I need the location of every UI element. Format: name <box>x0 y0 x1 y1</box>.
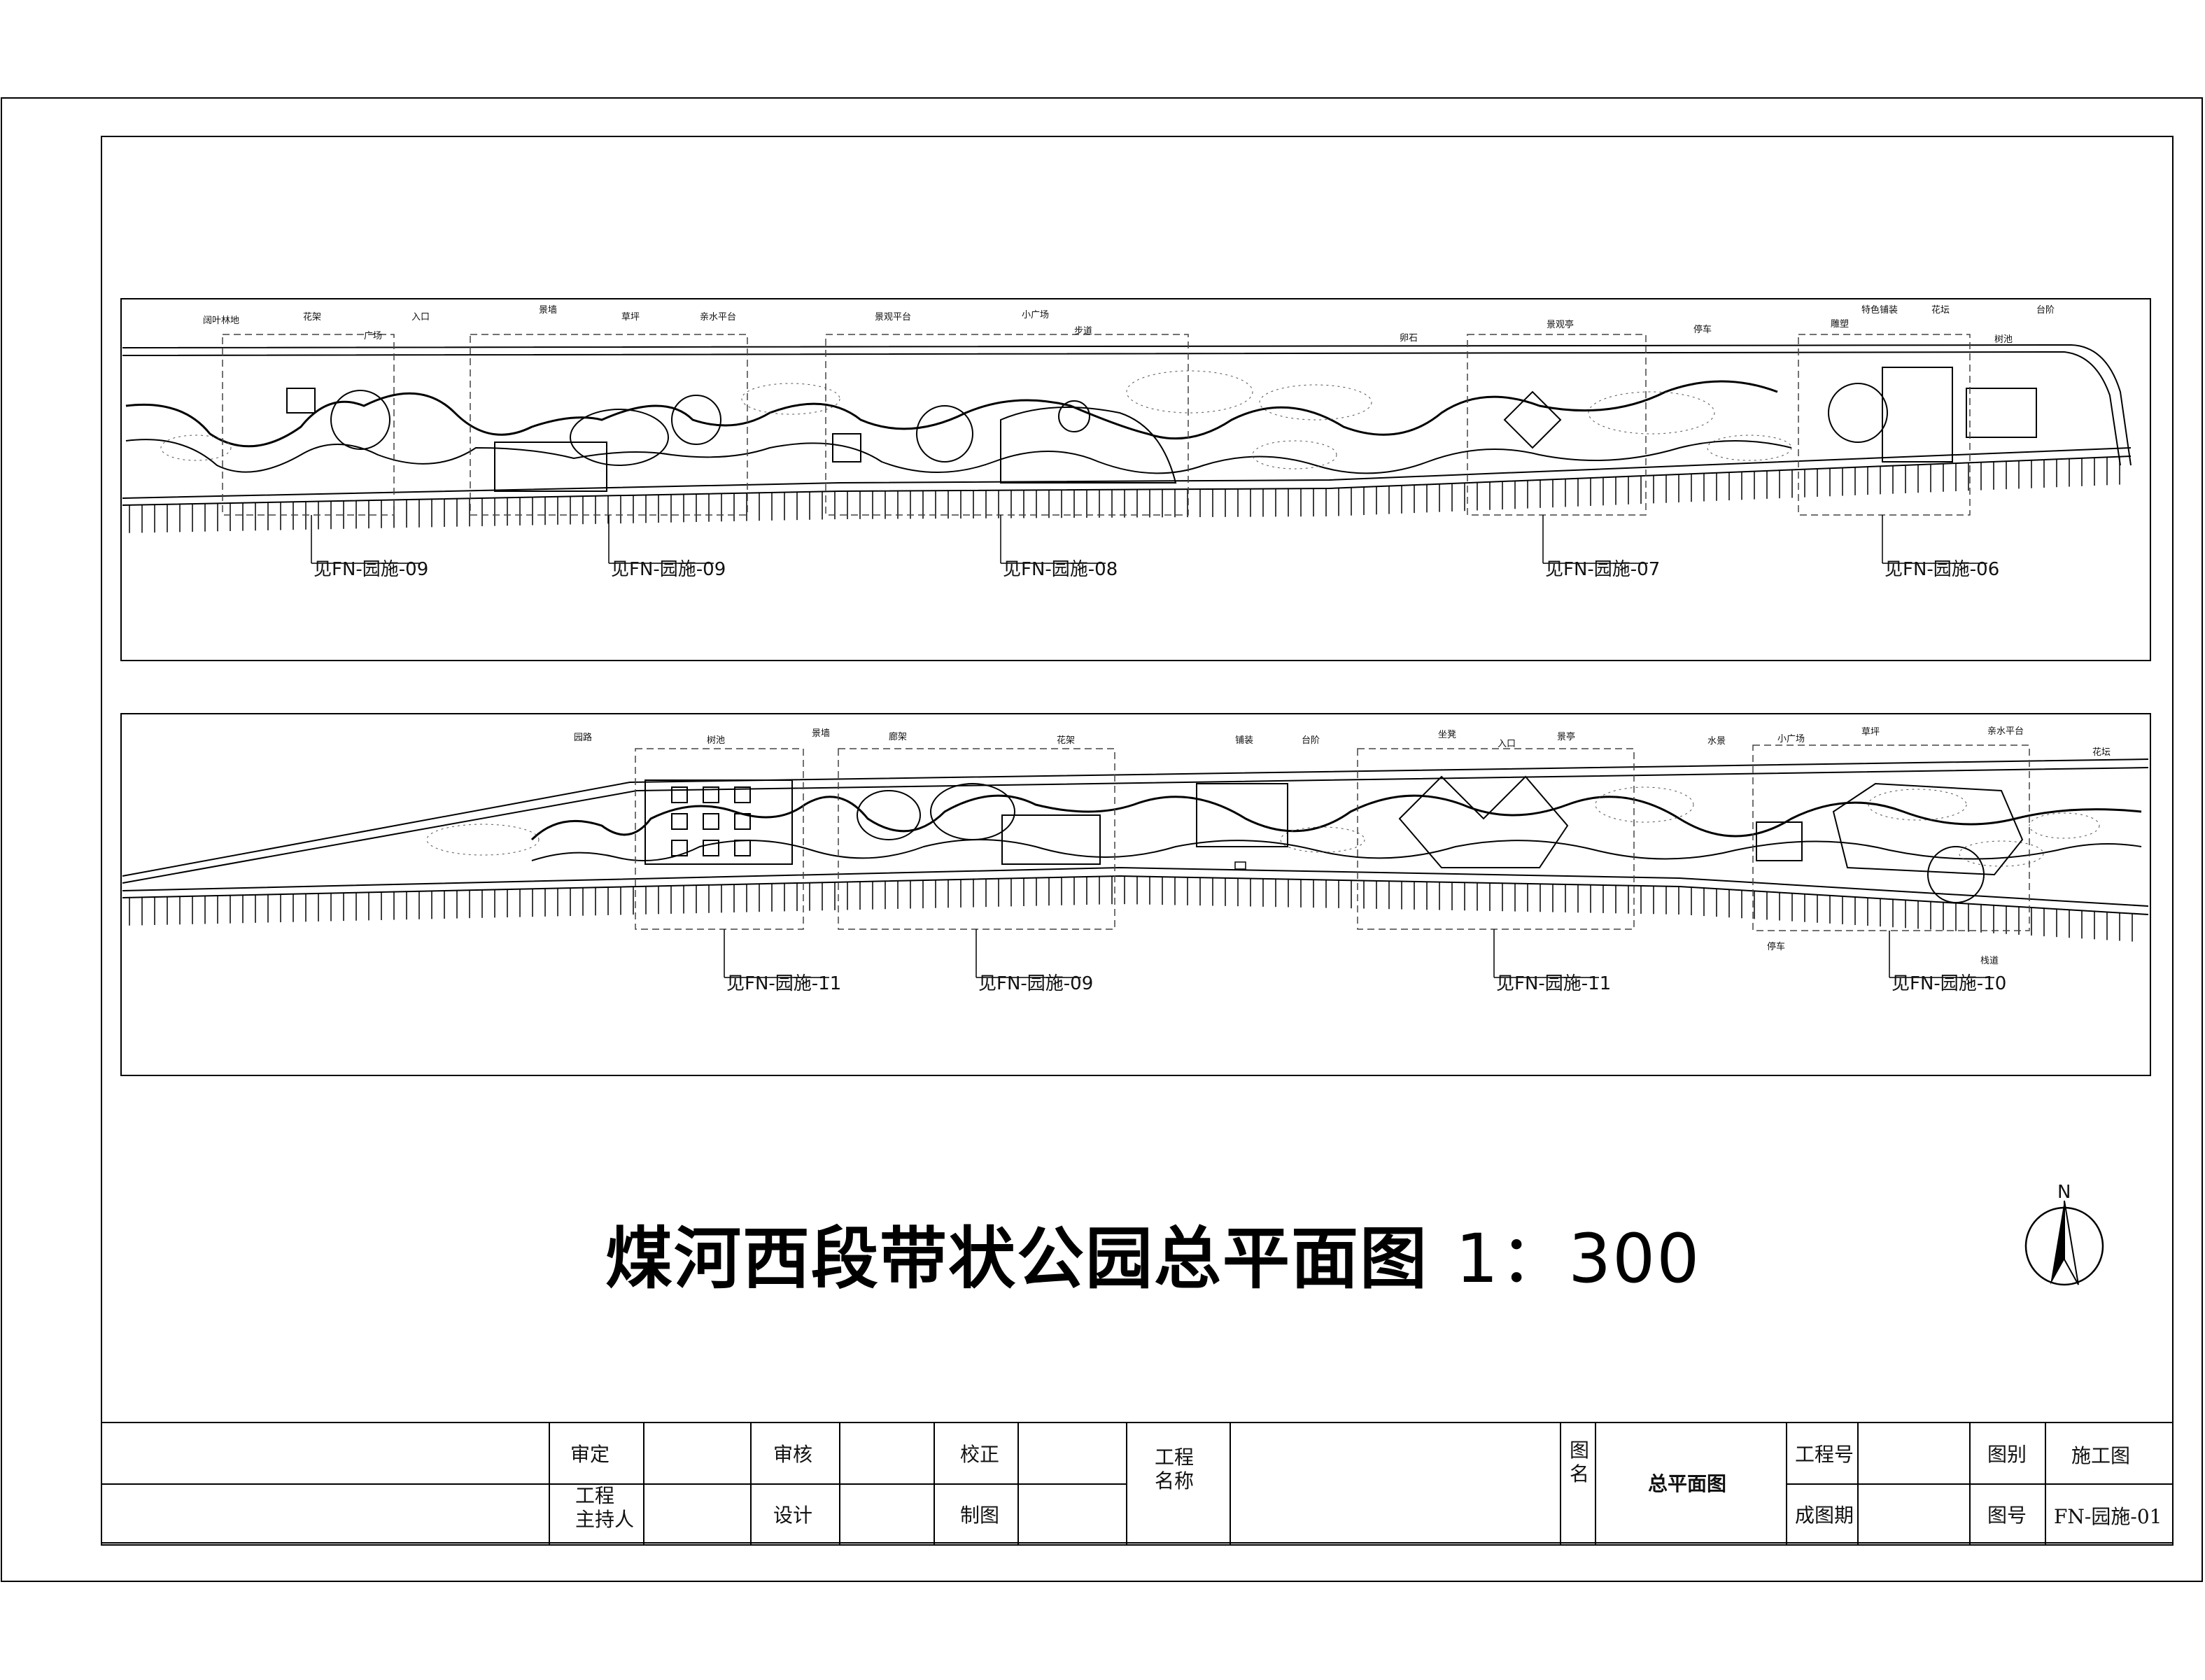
inner-frame <box>101 136 2174 1544</box>
top-label: 雕塑 <box>1831 319 1849 330</box>
proof-label: 校正 <box>960 1443 999 1466</box>
bottom-label: 园路 <box>574 732 592 743</box>
bottom-label: 花架 <box>1057 735 1075 746</box>
drawing-name-value: 总平面图 <box>1648 1472 1726 1495</box>
bottom-label: 廊架 <box>889 731 907 742</box>
bottom-label: 景亭 <box>1557 731 1575 742</box>
top-label: 卵石 <box>1400 333 1418 344</box>
detail-ref: 见FN-园施-07 <box>1545 559 1660 580</box>
top-label: 广场 <box>364 331 382 341</box>
detail-ref: 见FN-园施-11 <box>726 973 841 994</box>
north-arrow-icon: N <box>2024 1182 2104 1286</box>
bottom-label: 停车 <box>1767 941 1785 952</box>
bottom-label: 小广场 <box>1777 734 1805 744</box>
bottom-plan-strip: 园路 树池 景墙 廊架 花架 铺装 台阶 坐凳 入口 景亭 水景 小广场 草坪 … <box>120 713 2151 1076</box>
top-edge-ticks <box>129 456 2120 533</box>
top-plan-strip: 阔叶林地 花架 广场 入口 景墙 草坪 亲水平台 景观平台 小广场 步道 卵石 … <box>120 298 2151 661</box>
bottom-label: 坐凳 <box>1438 729 1456 740</box>
project-no-label: 工程号 <box>1795 1443 1854 1466</box>
drawing-scale: 1：300 <box>1456 1220 1700 1298</box>
north-label: N <box>2057 1182 2071 1203</box>
bottom-label: 入口 <box>1498 739 1516 749</box>
bottom-label: 水景 <box>1707 736 1726 747</box>
draft-label: 制图 <box>960 1504 999 1527</box>
top-label: 步道 <box>1074 326 1092 337</box>
bottom-label: 亲水平台 <box>1987 726 2024 737</box>
date-label: 成图期 <box>1795 1504 1854 1527</box>
top-label: 入口 <box>411 312 430 323</box>
top-label: 景观平台 <box>875 312 911 323</box>
review-label: 审定 <box>570 1443 610 1466</box>
top-label: 景墙 <box>539 305 557 316</box>
sheet-no-label: 图号 <box>1987 1504 2027 1527</box>
top-label: 花坛 <box>1931 304 1950 316</box>
top-label: 台阶 <box>2036 305 2055 316</box>
top-label: 停车 <box>1693 324 1712 335</box>
detail-ref: 见FN-园施-08 <box>1003 559 1118 580</box>
sheet-no-value: FN-园施-01 <box>2054 1505 2162 1528</box>
top-label: 阔叶林地 <box>203 316 239 326</box>
bottom-label: 草坪 <box>1861 727 1880 737</box>
bottom-label: 树池 <box>707 735 725 746</box>
bottom-label: 景墙 <box>812 728 830 739</box>
category-label: 图别 <box>1987 1443 2027 1466</box>
top-label: 亲水平台 <box>700 312 736 323</box>
drawing-title: 煤河西段带状公园总平面图 <box>605 1220 1428 1298</box>
drawing-name-label: 图名 <box>1570 1439 1589 1485</box>
project-name-label: 工程名称 <box>1155 1446 1194 1492</box>
bottom-label: 铺装 <box>1235 735 1253 746</box>
check-label: 审核 <box>773 1443 812 1466</box>
top-label: 树池 <box>1994 334 2013 345</box>
bottom-edge-ticks <box>129 876 2133 942</box>
design-label: 设计 <box>773 1504 812 1527</box>
leader-label: 工程主持人 <box>575 1484 634 1531</box>
top-label: 特色铺装 <box>1861 304 1898 316</box>
detail-ref: 见FN-园施-09 <box>314 559 428 580</box>
category-value: 施工图 <box>2071 1444 2130 1467</box>
detail-ref: 见FN-园施-06 <box>1885 559 1999 580</box>
top-label: 小广场 <box>1022 310 1049 320</box>
detail-ref: 见FN-园施-09 <box>978 973 1093 994</box>
bottom-label: 台阶 <box>1302 735 1320 746</box>
bottom-label: 花坛 <box>2092 747 2111 758</box>
detail-ref: 见FN-园施-09 <box>611 559 726 580</box>
top-label: 草坪 <box>621 312 640 323</box>
title-block <box>101 1422 2174 1546</box>
top-label: 花架 <box>303 311 321 323</box>
bottom-label: 栈道 <box>1980 956 1999 966</box>
outer-frame <box>1 97 2203 1582</box>
detail-ref: 见FN-园施-10 <box>1891 973 2006 994</box>
top-label: 景观亭 <box>1547 319 1574 330</box>
detail-ref: 见FN-园施-11 <box>1496 973 1611 994</box>
